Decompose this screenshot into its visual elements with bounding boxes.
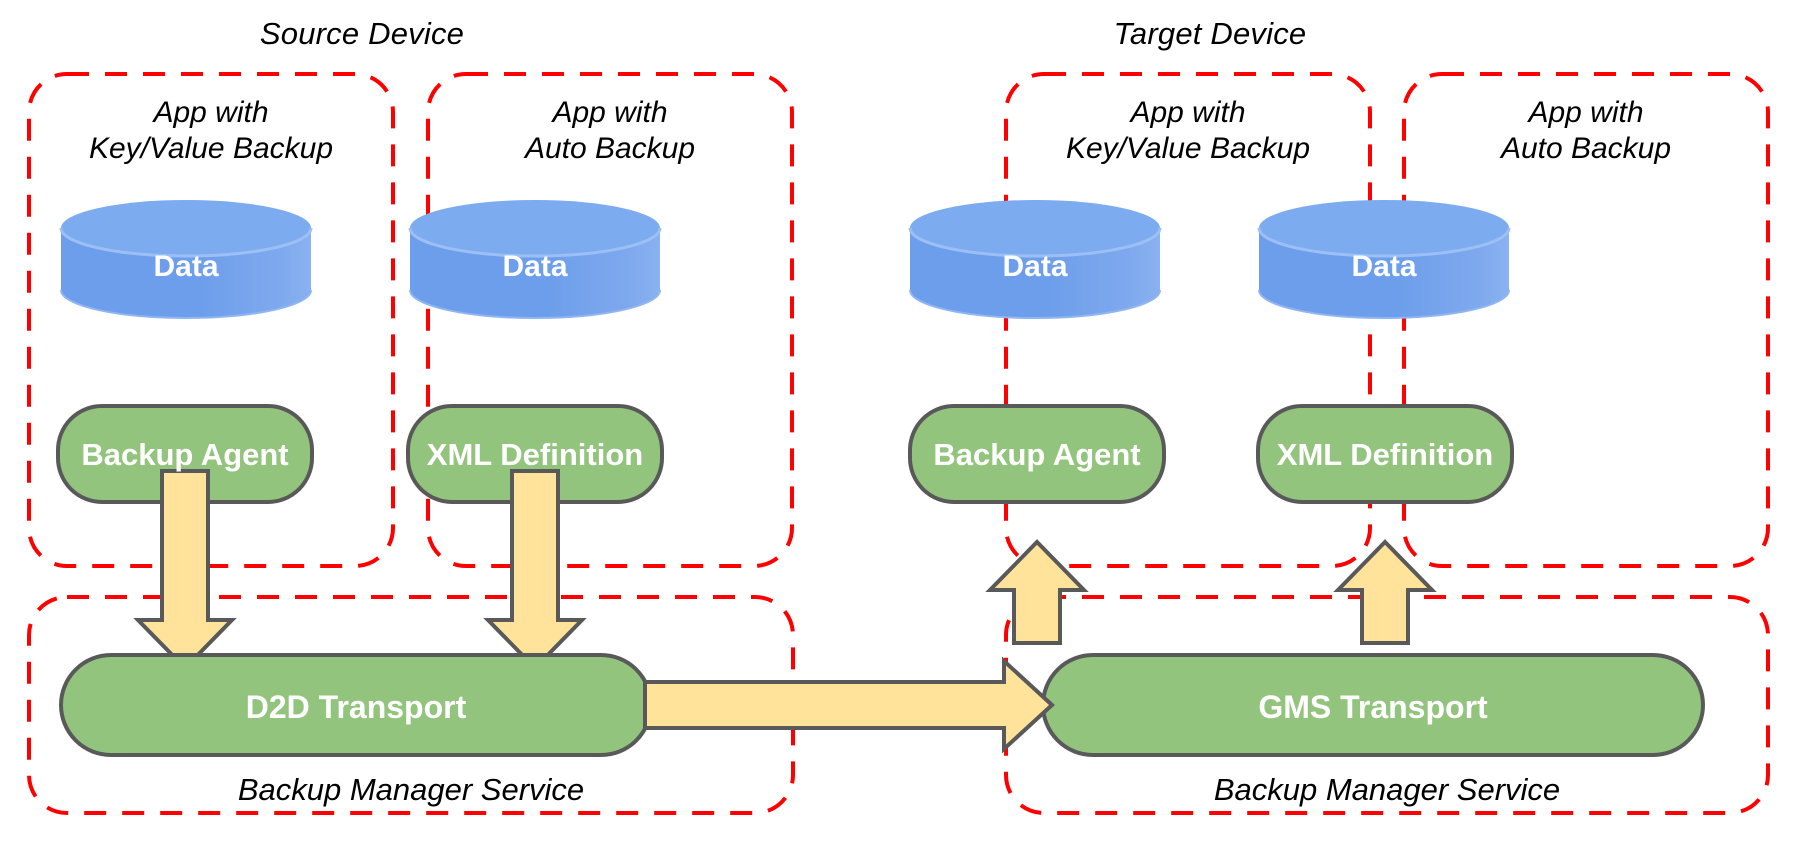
arrow-right-transport-link	[643, 656, 1055, 754]
component-pill-xml-definition	[1256, 404, 1514, 504]
dashed-container-border	[426, 72, 794, 568]
app-box-source-kv	[27, 72, 395, 568]
app-box-target-kv	[908, 72, 1372, 568]
app-caption-target-kv: App with Key/Value Backup	[1065, 96, 1311, 165]
transport-label-gms: GMS Transport	[1258, 689, 1488, 725]
database-cylinder-icon	[59, 200, 313, 319]
device-title-target: Target Device	[1113, 16, 1307, 51]
component-label-target-auto: XML Definition	[1276, 437, 1494, 472]
dashed-container-border	[1402, 72, 1770, 568]
database-label-source-auto: Data	[502, 250, 568, 283]
component-label-source-kv: Backup Agent	[81, 437, 289, 472]
component-pill-backup-agent	[908, 404, 1166, 504]
database-cylinder-icon	[1257, 200, 1511, 319]
service-caption-source: Backup Manager Service	[237, 772, 585, 807]
app-caption-target-auto: App with Auto Backup	[1500, 96, 1672, 165]
app-caption-source-kv: App with Key/Value Backup	[88, 96, 334, 165]
database-label-target-auto: Data	[1351, 250, 1417, 283]
app-caption-source-auto: App with Auto Backup	[524, 96, 696, 165]
database-label-target-kv: Data	[1002, 250, 1068, 283]
arrow-down-source-kv	[133, 469, 237, 671]
dashed-container-border	[1004, 72, 1372, 568]
transport-label-d2d: D2D Transport	[245, 689, 467, 725]
arrow-up-target-auto	[1333, 539, 1437, 645]
component-label-source-auto: XML Definition	[426, 437, 644, 472]
database-cylinder-icon	[908, 200, 1162, 319]
arrow-down-source-auto	[483, 469, 587, 671]
dashed-container-border	[27, 72, 395, 568]
database-label-source-kv: Data	[153, 250, 219, 283]
service-caption-target: Backup Manager Service	[1213, 772, 1561, 807]
component-label-target-kv: Backup Agent	[933, 437, 1141, 472]
database-cylinder-icon	[408, 200, 662, 319]
app-box-source-auto	[406, 72, 794, 568]
device-title-source: Source Device	[259, 16, 465, 51]
app-box-target-auto	[1256, 72, 1770, 568]
arrow-up-target-kv	[985, 539, 1089, 645]
